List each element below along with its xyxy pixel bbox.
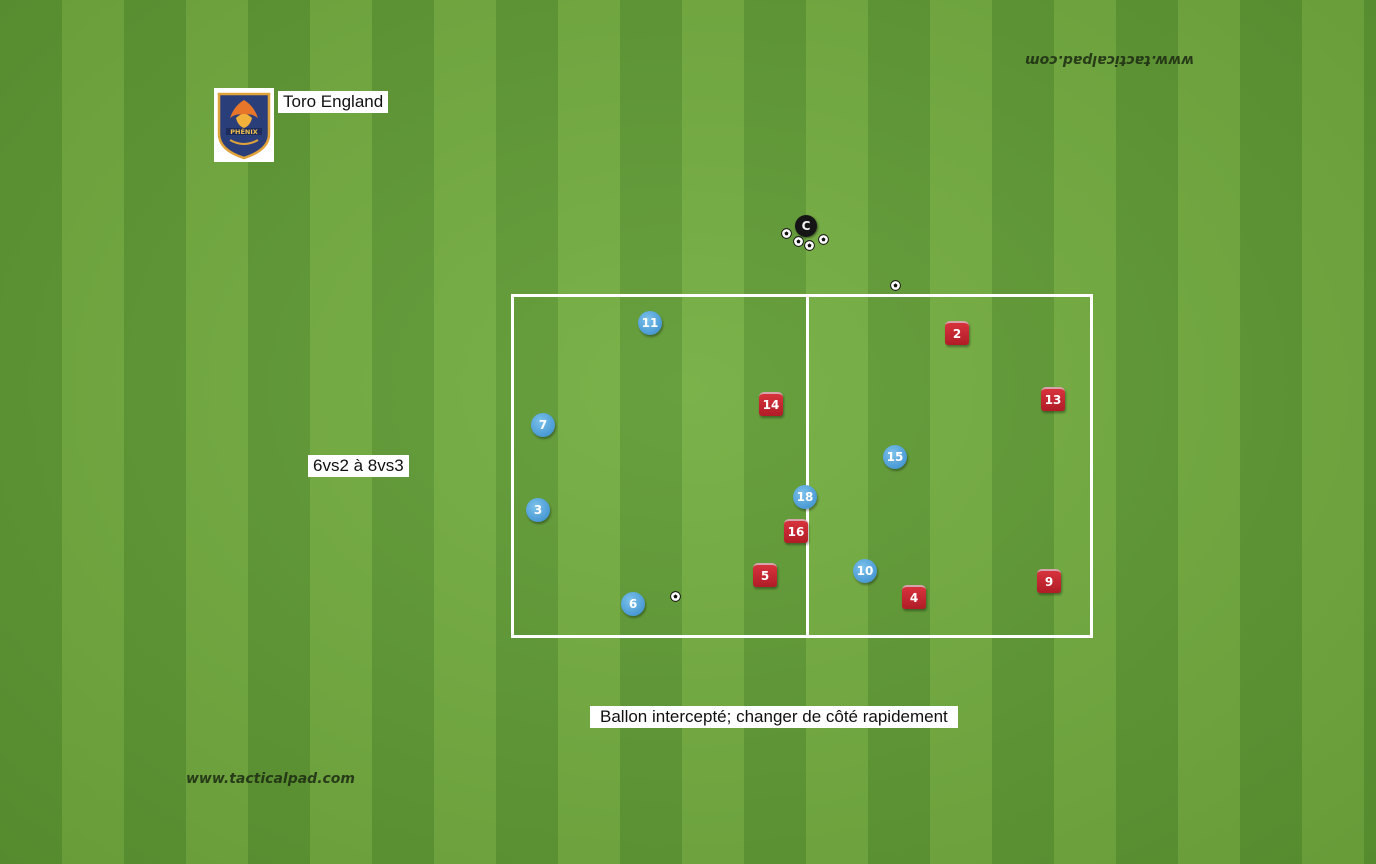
red-player-2[interactable]: 2 — [945, 321, 969, 345]
red-player-5[interactable]: 5 — [753, 563, 777, 587]
soccer-ball-icon[interactable] — [804, 240, 815, 251]
team-name-label: Toro England — [278, 91, 389, 113]
blue-player-3[interactable]: 3 — [526, 498, 550, 522]
blue-player-18[interactable]: 18 — [793, 485, 817, 509]
red-player-14[interactable]: 14 — [759, 392, 783, 416]
watermark-top: www.tacticalpad.com — [1025, 52, 1195, 68]
blue-player-6[interactable]: 6 — [621, 592, 645, 616]
blue-player-15[interactable]: 15 — [883, 445, 907, 469]
logo-lettering: PHÉNIX — [230, 127, 258, 136]
blue-player-10[interactable]: 10 — [853, 559, 877, 583]
soccer-ball-icon[interactable] — [793, 236, 804, 247]
instruction-label: Ballon intercepté; changer de côté rapid… — [590, 706, 958, 728]
coach-marker[interactable]: C — [795, 215, 817, 237]
watermark-bottom: www.tacticalpad.com — [186, 771, 356, 787]
format-label: 6vs2 à 8vs3 — [308, 455, 409, 477]
phoenix-crest-icon: PHÉNIX — [217, 92, 271, 160]
blue-player-11[interactable]: 11 — [638, 311, 662, 335]
soccer-ball-icon[interactable] — [670, 591, 681, 602]
field-divider — [806, 294, 809, 638]
club-logo: PHÉNIX — [214, 88, 274, 162]
soccer-ball-icon[interactable] — [781, 228, 792, 239]
red-player-16[interactable]: 16 — [784, 519, 808, 543]
blue-player-7[interactable]: 7 — [531, 413, 555, 437]
soccer-ball-icon[interactable] — [818, 234, 829, 245]
field-outline — [511, 294, 1093, 638]
red-player-4[interactable]: 4 — [902, 585, 926, 609]
red-player-9[interactable]: 9 — [1037, 569, 1061, 593]
soccer-ball-icon[interactable] — [890, 280, 901, 291]
red-player-13[interactable]: 13 — [1041, 387, 1065, 411]
